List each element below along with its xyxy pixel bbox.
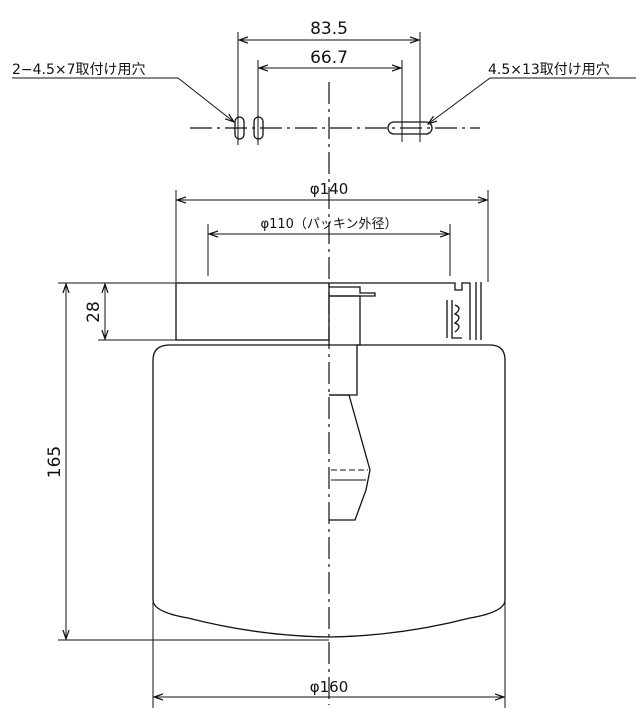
svg-text:φ110（パッキン外径）: φ110（パッキン外径） — [261, 217, 398, 232]
dimension-83-5: 83.5 — [237, 19, 421, 145]
svg-text:83.5: 83.5 — [310, 19, 348, 39]
svg-text:66.7: 66.7 — [310, 48, 348, 68]
svg-text:φ160: φ160 — [310, 678, 349, 696]
lamp-socket — [329, 295, 371, 521]
dimension-phi-140: φ140 — [175, 180, 489, 282]
svg-text:28: 28 — [84, 301, 104, 323]
svg-text:2−4.5×7取付け用穴: 2−4.5×7取付け用穴 — [12, 62, 146, 78]
svg-text:165: 165 — [45, 446, 65, 478]
right-slot — [387, 121, 433, 135]
fixture-base — [175, 282, 482, 341]
svg-text:φ140: φ140 — [310, 180, 349, 198]
left-hole-1 — [234, 116, 245, 140]
dimension-165: 165 — [45, 282, 329, 641]
dimension-66-7: 66.7 — [257, 48, 403, 145]
dimension-phi-110: φ110（パッキン外径） — [207, 217, 451, 276]
dimension-phi-160: φ160 — [152, 600, 506, 708]
svg-text:4.5×13取付け用穴: 4.5×13取付け用穴 — [488, 62, 610, 78]
callout-left-holes: 2−4.5×7取付け用穴 — [12, 62, 234, 122]
dimension-28: 28 — [84, 284, 176, 341]
callout-right-slot: 4.5×13取付け用穴 — [428, 62, 636, 124]
